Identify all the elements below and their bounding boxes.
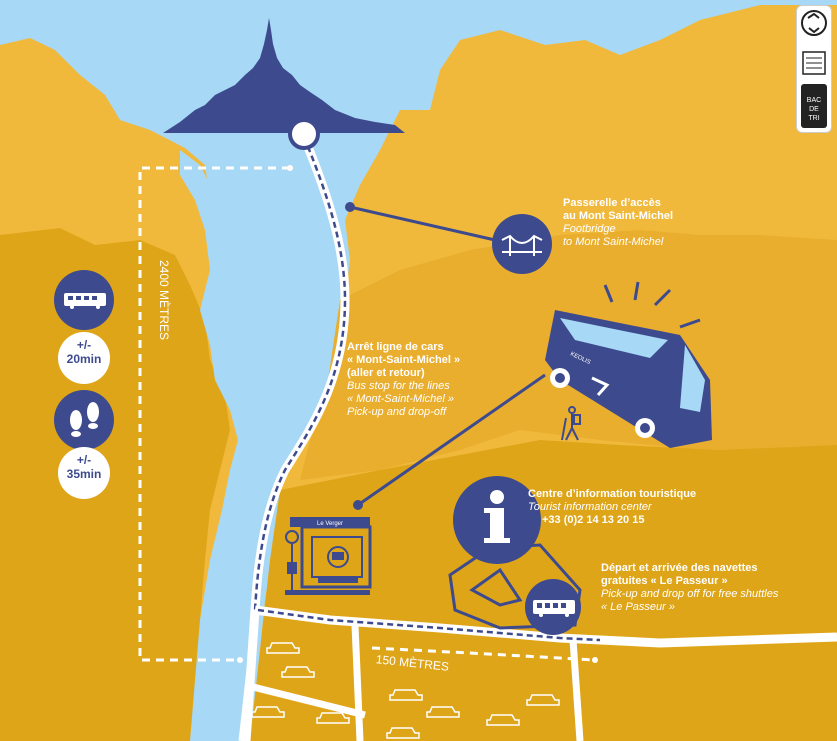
river — [180, 150, 272, 741]
distance-vertical-label: 2400 MÈTRES — [157, 260, 172, 340]
parking-roads — [238, 624, 584, 741]
side-badges-svg: BAC DE TRI — [801, 10, 827, 128]
tourist-info-phone: +33 (0)2 14 13 20 15 — [542, 514, 645, 526]
mont-saint-michel-silhouette — [163, 18, 405, 133]
shuttle-time-bubble — [58, 332, 110, 384]
shuttle-time-value: 20min — [66, 352, 102, 366]
tourist-info-label: Centre d’information touristique Tourist… — [528, 488, 696, 527]
bus-stop-title-en-3: Pick-up and drop-off — [347, 406, 447, 418]
bus-icon — [533, 600, 575, 617]
bus-stop-title-fr-1: Arrêt ligne de cars — [347, 341, 444, 353]
tourist-info-title-fr: Centre d’information touristique — [528, 488, 697, 500]
shuttle-title-en-1: Pick-up and drop off for free shuttles — [601, 588, 779, 600]
footbridge-title-fr-2: au Mont Saint-Michel — [563, 210, 673, 222]
recycle-icon — [801, 10, 827, 36]
bin-text-3: TRI — [808, 115, 819, 122]
bridge-icon — [501, 234, 543, 256]
bus-stop-title-en-2: « Mont-Saint-Michel » — [347, 393, 454, 405]
parking-cars — [251, 642, 560, 739]
shuttle-label: Départ et arrivée des navettes gratuites… — [601, 562, 778, 614]
footbridge-title-en-1: Footbridge — [563, 223, 616, 235]
hiker-icon — [561, 406, 581, 441]
shuttle-title-fr-1: Départ et arrivée des navettes — [601, 562, 758, 574]
footbridge-title-en-2: to Mont Saint-Michel — [563, 236, 664, 248]
bus-stop-pointer — [357, 373, 546, 507]
footbridge-title-fr-1: Passerelle d’accès — [563, 197, 661, 209]
bin-icon — [801, 84, 827, 128]
bus-stop-title-en-1: Bus stop for the lines — [347, 380, 450, 392]
bin-text-2: DE — [809, 106, 819, 113]
info-icon — [484, 490, 510, 543]
footbridge-path-dash — [253, 136, 347, 611]
footbridge-pointer — [349, 205, 496, 242]
land-bottom-left — [0, 228, 230, 741]
walk-time-label: +/- 35min — [60, 453, 108, 481]
bus-icon — [64, 293, 106, 309]
distance-line-vertical — [138, 166, 290, 662]
shuttle-time-label: +/- 20min — [60, 338, 108, 366]
newspaper-icon — [802, 51, 826, 75]
walk-time-bubble — [58, 447, 110, 499]
bus-stop-title-fr-2: « Mont-Saint-Michel » — [347, 354, 461, 366]
coach-bus-illustration — [545, 281, 712, 448]
shuttle-title-en-2: « Le Passeur » — [601, 601, 675, 613]
start-point — [288, 118, 320, 150]
footbridge-label: Passerelle d’accès au Mont Saint-Michel … — [563, 197, 673, 249]
bus-stop-label: Arrêt ligne de cars « Mont-Saint-Michel … — [347, 341, 460, 419]
distance-line-end-bottom — [237, 657, 243, 663]
bus-stop-title-fr-3: (aller et retour) — [347, 367, 425, 379]
distance-line-horizontal — [371, 646, 596, 662]
walk-time-value: 35min — [66, 467, 102, 481]
tourist-info-title-en: Tourist information center — [528, 501, 652, 513]
walk-time-circle — [54, 390, 114, 450]
walk-time-prefix: +/- — [76, 453, 92, 467]
bin-text-1: BAC — [807, 97, 821, 104]
shuttle-time-prefix: +/- — [76, 338, 92, 352]
shelter-sign: Le Verger — [317, 521, 343, 527]
bus-stop-pointer-dot — [353, 500, 363, 510]
footprints-icon — [70, 402, 99, 437]
side-badges-panel: BAC DE TRI — [796, 5, 832, 133]
main-road-dash — [257, 608, 601, 642]
shuttle-title-fr-2: gratuites « Le Passeur » — [601, 575, 728, 587]
footbridge-pointer-dot — [345, 202, 355, 212]
distance-line-end-top — [287, 165, 293, 171]
distance-line-end-right — [592, 657, 598, 663]
bus-shelter — [285, 517, 372, 595]
